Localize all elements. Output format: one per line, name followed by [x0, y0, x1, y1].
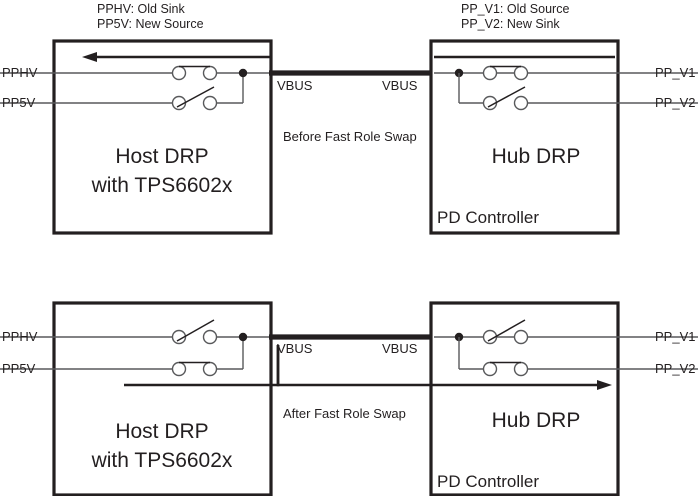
before-vbus-label-left: VBUS — [277, 78, 313, 93]
legend-right-line-1: PP_V1: Old Source — [461, 2, 569, 16]
after-host-junction-dot — [238, 332, 248, 342]
after-host-switch-pphv-terminal-right — [202, 329, 218, 345]
after-host-title: Host DRP — [115, 420, 208, 443]
before-hub-pin-ppv2-label: PP_V2 — [655, 95, 695, 110]
after-hub-switch-ppv2-terminal-right — [513, 361, 529, 377]
after-hub-title: Hub DRP — [492, 409, 581, 432]
legend-left: PPHV: Old Sink PP5V: New Source — [97, 2, 204, 31]
before-hub-switch-ppv1 — [482, 65, 529, 81]
before-host-pin-pp5v-label: PP5V — [2, 95, 36, 110]
panel-after: PPHV PP5V VBUS VBUS After Fast Role Swap — [0, 301, 698, 496]
before-host-switch-pp5v-blade-open — [176, 86, 215, 108]
before-current-arrow-left — [82, 52, 271, 62]
before-host-pin-pphv-label: PPHV — [2, 65, 38, 80]
before-hub-switch-ppv2 — [482, 86, 529, 111]
before-host-switch-pphv — [171, 65, 218, 81]
before-host-title: Host DRP — [115, 145, 208, 168]
legend-left-line-2: PP5V: New Source — [97, 17, 204, 31]
legend-right-line-2: PP_V2: New Sink — [461, 17, 560, 31]
before-host-switch-pp5v-terminal-right — [202, 95, 218, 111]
before-hub-title: Hub DRP — [492, 145, 581, 168]
after-hub-switch-ppv2 — [482, 361, 529, 377]
before-hub-switch-ppv1-terminal-right — [513, 65, 529, 81]
after-caption: After Fast Role Swap — [283, 406, 406, 421]
after-host-box — [52, 301, 273, 496]
after-hub-pin-ppv1-label: PP_V1 — [655, 329, 695, 344]
after-hub-subtitle: PD Controller — [437, 472, 539, 491]
after-current-arrow-right — [276, 345, 612, 390]
after-hub-pin-ppv2-label: PP_V2 — [655, 361, 695, 376]
before-hub-pin-ppv1-label: PP_V1 — [655, 65, 695, 80]
after-host-switch-pp5v-terminal-left — [171, 361, 187, 377]
after-current-arrow-right-head — [597, 380, 612, 390]
after-current-arrow-right-shaft — [276, 345, 600, 387]
before-hub-switch-ppv2-blade-open — [487, 86, 526, 108]
after-host-pin-pp5v-label: PP5V — [2, 361, 36, 376]
after-host-switch-pphv-blade-open — [176, 319, 215, 342]
before-vbus-label-right: VBUS — [382, 78, 418, 93]
after-hub-switch-ppv1 — [482, 319, 529, 345]
before-caption: Before Fast Role Swap — [283, 129, 417, 144]
legend-left-line-1: PPHV: Old Sink — [97, 2, 186, 16]
before-hub-switch-ppv1-terminal-left — [482, 65, 498, 81]
before-host-junction-dot — [238, 68, 248, 78]
after-hub-switch-ppv1-blade-open — [487, 319, 526, 342]
before-host-switch-pphv-terminal-right — [202, 65, 218, 81]
before-hub-switch-ppv2-terminal-right — [513, 95, 529, 111]
after-host-pin-pphv-label: PPHV — [2, 329, 38, 344]
after-host-subtitle: with TPS6602x — [91, 449, 233, 472]
after-vbus-label-right: VBUS — [382, 341, 418, 356]
legend-right: PP_V1: Old Source PP_V2: New Sink — [461, 2, 569, 31]
after-hub-switch-ppv2-terminal-left — [482, 361, 498, 377]
panel-before: PPHV PP5V VBUS VBUS Before Fast Role Swa… — [0, 39, 698, 235]
before-host-switch-pp5v — [171, 86, 218, 111]
before-host-subtitle: with TPS6602x — [91, 174, 233, 197]
after-vbus-label-left: VBUS — [277, 341, 313, 356]
before-current-arrow-left-head — [82, 52, 97, 62]
before-hub-subtitle: PD Controller — [437, 208, 539, 227]
before-host-switch-pphv-terminal-left — [171, 65, 187, 81]
after-host-switch-pp5v — [171, 361, 218, 377]
after-host-switch-pphv — [171, 319, 218, 345]
after-hub-switch-ppv1-terminal-right — [513, 329, 529, 345]
before-host-box — [52, 39, 273, 235]
after-host-switch-pp5v-terminal-right — [202, 361, 218, 377]
